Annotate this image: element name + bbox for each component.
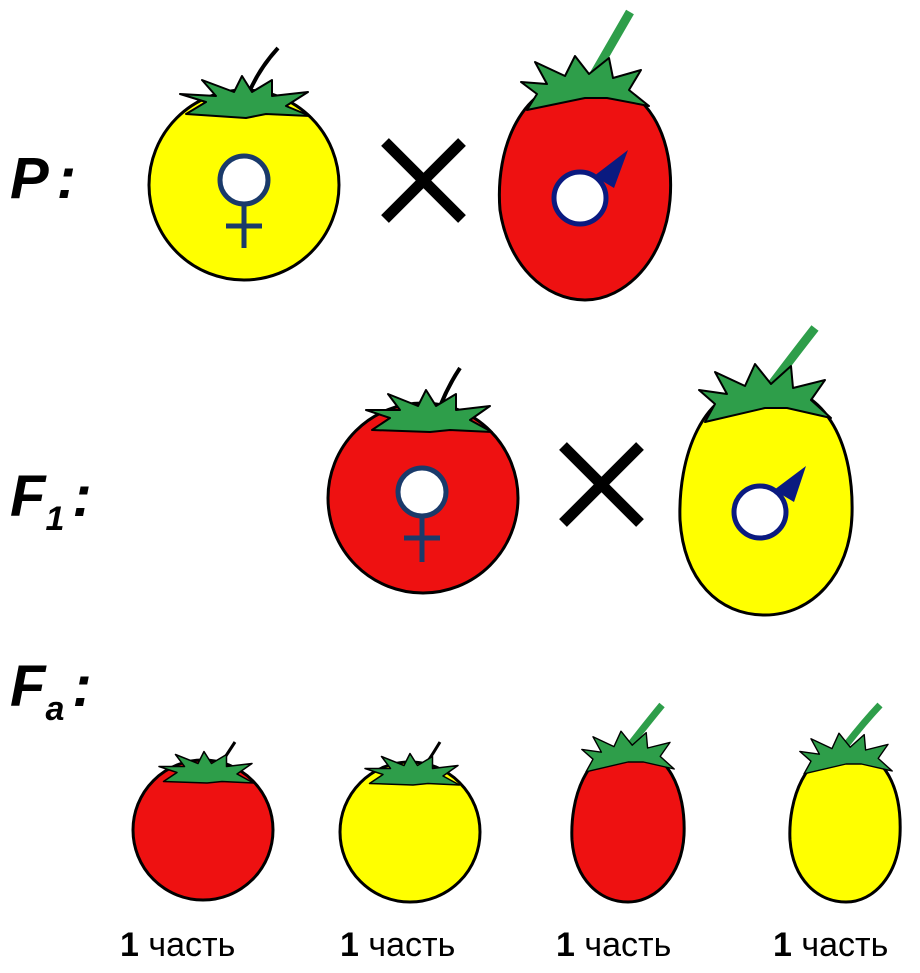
label-fa: Fa: xyxy=(10,658,92,727)
leaves xyxy=(364,752,461,786)
label-fa-colon: : xyxy=(72,654,92,719)
cross-symbol-p xyxy=(381,138,466,223)
female-symbol xyxy=(395,465,449,562)
parent-female-fruit xyxy=(147,46,341,282)
fa-fruit-yellow-round xyxy=(338,741,482,904)
label-f1-colon: : xyxy=(72,464,92,529)
ratio-word: часть xyxy=(148,926,236,964)
leaves xyxy=(520,55,650,111)
stem xyxy=(627,702,665,748)
ratio-word: часть xyxy=(368,926,456,964)
leaves xyxy=(581,730,675,773)
leaves xyxy=(799,732,893,775)
ratio-number: 1 xyxy=(340,926,359,964)
parent-male-fruit xyxy=(497,9,673,302)
fa-fruit-red-oval xyxy=(570,702,686,904)
ratio-word: часть xyxy=(584,926,672,964)
stem xyxy=(843,702,883,748)
ratio-number: 1 xyxy=(773,926,792,964)
leaves xyxy=(365,389,493,433)
label-f1-letter: F xyxy=(10,464,46,529)
fruit-red-oval xyxy=(570,746,686,904)
fruit-yellow-oval xyxy=(788,748,902,904)
male-symbol xyxy=(731,466,806,541)
label-parents: P: xyxy=(10,150,76,208)
ratio-label-3: 1 часть xyxy=(556,926,671,965)
cross-symbol-f1 xyxy=(559,442,644,527)
ratio-number: 1 xyxy=(556,926,575,964)
leaves xyxy=(179,75,311,119)
ratio-label-1: 1 часть xyxy=(120,926,235,965)
leaves xyxy=(698,363,832,423)
ratio-word: часть xyxy=(801,926,889,964)
male-symbol xyxy=(551,150,628,227)
ratio-number: 1 xyxy=(120,926,139,964)
leaves xyxy=(158,750,255,784)
female-symbol xyxy=(217,153,271,248)
label-f1: F1: xyxy=(10,468,92,537)
label-fa-letter: F xyxy=(10,654,46,719)
label-parents-colon: : xyxy=(56,146,77,211)
ratio-label-4: 1 часть xyxy=(773,926,888,965)
label-parents-letter: P xyxy=(10,146,49,211)
label-fa-subscript: a xyxy=(45,690,65,728)
fa-fruit-yellow-oval xyxy=(788,702,902,904)
label-f1-subscript: 1 xyxy=(45,500,65,538)
ratio-label-2: 1 часть xyxy=(340,926,455,965)
f1-female-fruit xyxy=(326,366,520,595)
fa-fruit-red-round xyxy=(131,741,275,902)
f1-male-fruit xyxy=(678,325,854,617)
